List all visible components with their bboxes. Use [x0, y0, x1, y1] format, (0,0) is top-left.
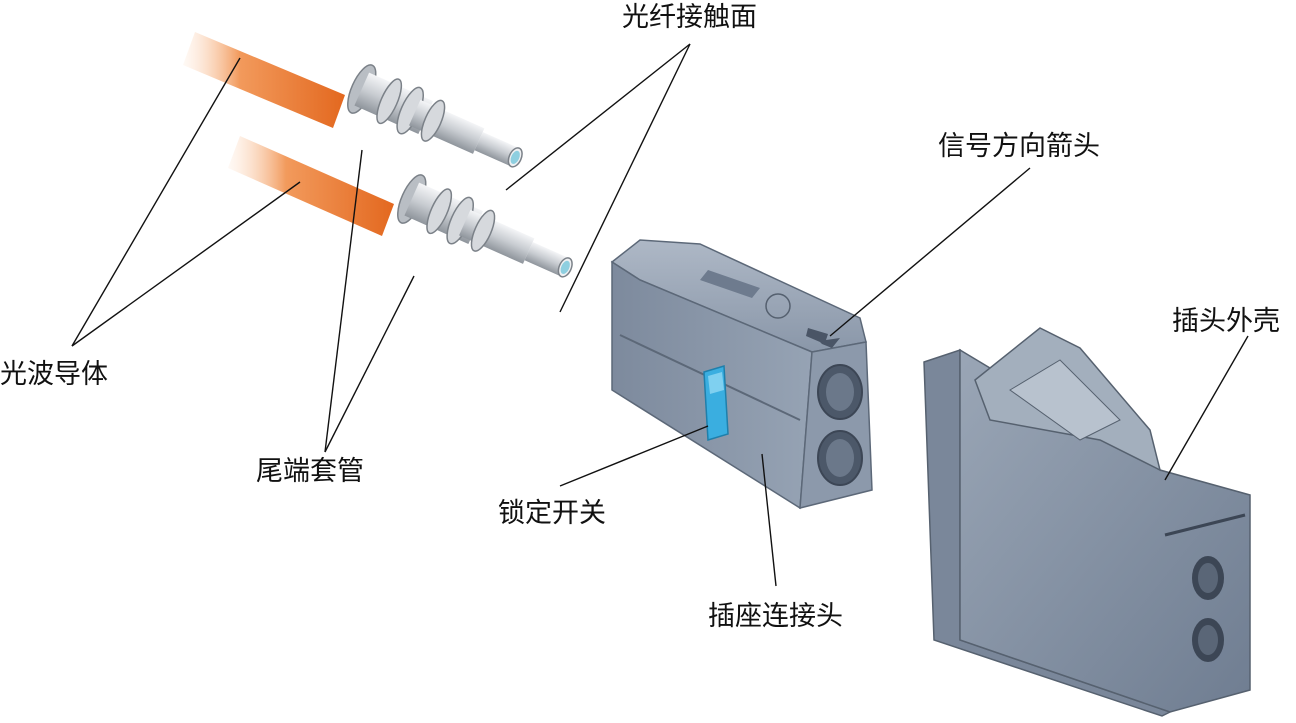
- leader-ferrule-lower: [325, 276, 414, 452]
- label-ferrule: 尾端套管: [256, 458, 364, 485]
- leader-plug-shell: [1165, 336, 1248, 480]
- socket-connector: [612, 240, 872, 508]
- label-signal-direction-arrow: 信号方向箭头: [938, 133, 1100, 160]
- leader-lock-switch: [560, 426, 708, 486]
- leader-signal-arrow: [830, 168, 1030, 336]
- label-light-guide: 光波导体: [0, 361, 108, 388]
- fiber-cable-lower: [228, 136, 394, 236]
- label-plug-shell: 插头外壳: [1172, 308, 1280, 335]
- plug-shell: [924, 328, 1250, 716]
- label-lock-switch: 锁定开关: [498, 500, 606, 527]
- label-fiber-contact-surface: 光纤接触面: [622, 4, 757, 31]
- label-socket-connector: 插座连接头: [708, 603, 843, 630]
- ferrule-lower: [392, 171, 581, 293]
- optical-fiber-lower: [228, 136, 581, 294]
- leader-contact-upper: [506, 44, 690, 190]
- leader-light-guide-upper: [72, 58, 240, 346]
- ferrule-upper: [342, 61, 531, 183]
- leader-light-guide-lower: [72, 182, 300, 346]
